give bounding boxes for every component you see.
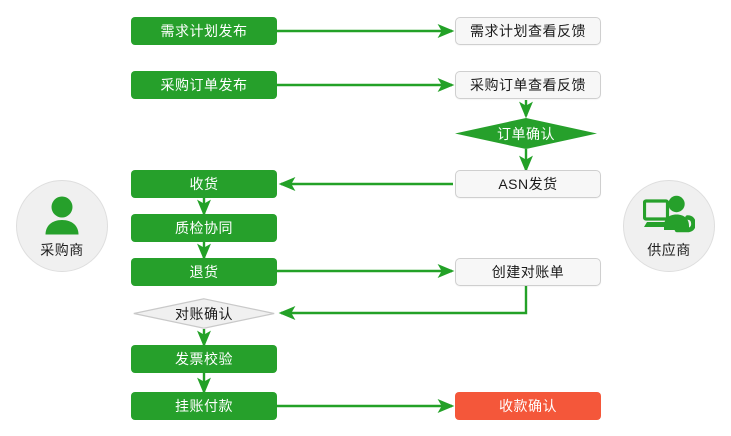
node-po-feedback[interactable]: 采购订单查看反馈 xyxy=(455,71,601,99)
actor-supplier[interactable]: 供应商 xyxy=(623,180,715,272)
node-po-publish[interactable]: 采购订单发布 xyxy=(131,71,277,99)
node-label: 退货 xyxy=(189,264,219,280)
edge-create-statement-to-reconcile xyxy=(278,286,528,320)
node-label: 收货 xyxy=(189,176,219,192)
user-icon xyxy=(42,193,82,237)
node-label: 采购订单查看反馈 xyxy=(470,77,586,93)
node-payable-payment[interactable]: 挂账付款 xyxy=(131,392,277,420)
node-label: 采购订单发布 xyxy=(160,77,248,93)
node-create-statement[interactable]: 创建对账单 xyxy=(455,258,601,286)
node-goods-receipt[interactable]: 收货 xyxy=(131,170,277,198)
node-demand-plan-publish[interactable]: 需求计划发布 xyxy=(131,17,277,45)
node-reconcile-confirm[interactable]: 对账确认 xyxy=(133,298,275,329)
node-label: 发票校验 xyxy=(175,351,233,367)
node-demand-plan-feedback[interactable]: 需求计划查看反馈 xyxy=(455,17,601,45)
node-label: 挂账付款 xyxy=(175,398,233,414)
user-at-computer-icon xyxy=(643,193,695,237)
node-label: 需求计划查看反馈 xyxy=(470,23,586,39)
node-label: 需求计划发布 xyxy=(160,23,248,39)
node-invoice-verify[interactable]: 发票校验 xyxy=(131,345,277,373)
node-label: 质检协同 xyxy=(175,220,233,236)
node-receipt-confirm[interactable]: 收款确认 xyxy=(455,392,601,420)
actor-buyer-label: 采购商 xyxy=(40,241,84,258)
node-return-goods[interactable]: 退货 xyxy=(131,258,277,286)
node-label: 创建对账单 xyxy=(491,264,565,280)
node-asn-shipment[interactable]: ASN发货 xyxy=(455,170,601,198)
diamond-shape xyxy=(455,118,597,149)
actor-buyer[interactable]: 采购商 xyxy=(16,180,108,272)
node-label: 订单确认 xyxy=(497,125,555,142)
node-label: 收款确认 xyxy=(499,398,557,414)
node-quality-collab[interactable]: 质检协同 xyxy=(131,214,277,242)
node-order-confirm[interactable]: 订单确认 xyxy=(455,118,597,149)
actor-supplier-label: 供应商 xyxy=(647,241,691,258)
node-label: 对账确认 xyxy=(175,305,233,322)
node-label: ASN发货 xyxy=(498,176,558,192)
diamond-shape xyxy=(133,298,275,329)
